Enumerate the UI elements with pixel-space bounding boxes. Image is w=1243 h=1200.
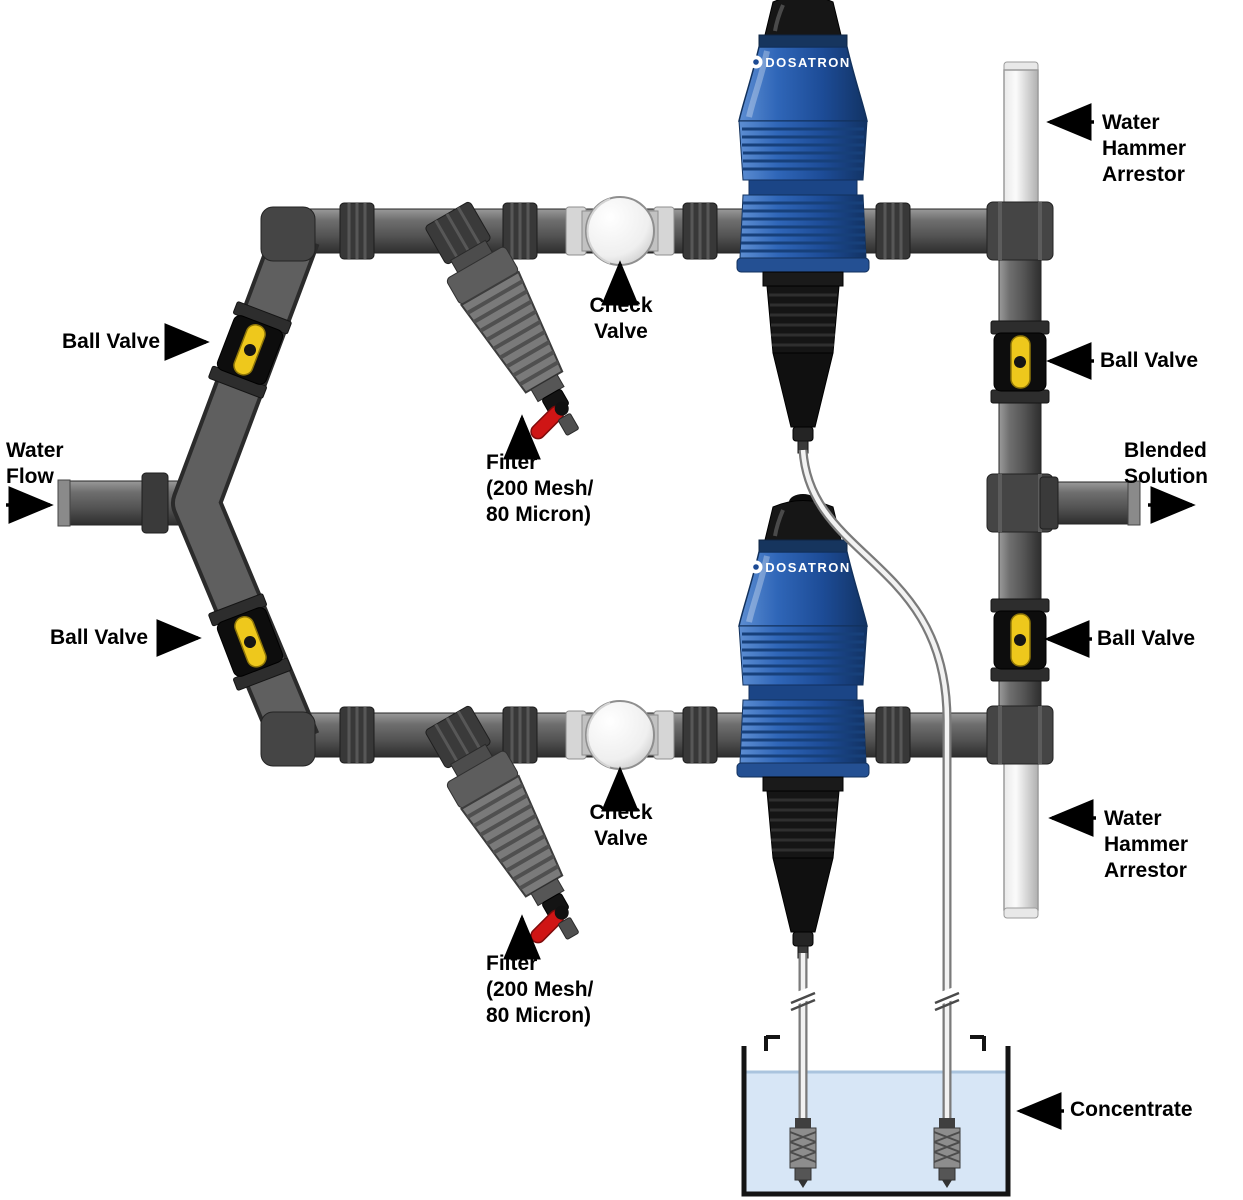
tee-top-right	[985, 200, 1055, 262]
concentrate-tank	[741, 1035, 1011, 1197]
label-filter-top: Filter (200 Mesh/ 80 Micron)	[486, 451, 594, 526]
label-water-hammer-top: Water Hammer Arrestor	[1102, 111, 1187, 186]
label-ball-valve-top-left: Ball Valve	[62, 330, 161, 353]
label-water-hammer-bottom: Water Hammer Arrestor	[1104, 807, 1189, 882]
outlet-collar	[1039, 476, 1059, 530]
ball-valve-right-top	[990, 320, 1050, 404]
check-valve-bottom	[565, 700, 675, 770]
label-blended-solution: Blended Solution	[1124, 439, 1208, 488]
water-hammer-arrestor-bottom	[1003, 759, 1039, 919]
label-check-valve-bottom: Check Valve	[589, 801, 653, 850]
label-check-valve-top: Check Valve	[589, 294, 653, 343]
wye-collar	[141, 472, 169, 534]
dosatron-pump-bottom	[737, 494, 869, 958]
dosatron-pump-top	[737, 0, 869, 453]
suction-tube-top-pump	[798, 449, 952, 1126]
inlet-pipe	[57, 479, 197, 527]
label-ball-valve-bottom-left: Ball Valve	[50, 626, 149, 649]
check-valve-top	[565, 196, 675, 266]
tube-break-mark-right	[932, 985, 961, 1012]
ball-valve-right-bottom	[990, 598, 1050, 682]
label-ball-valve-right-bottom: Ball Valve	[1097, 627, 1196, 650]
annotation-arrows	[6, 103, 1196, 1130]
label-water-flow: Water Flow	[6, 439, 64, 488]
tube-break-mark-left	[788, 985, 817, 1012]
tee-bottom-right	[985, 704, 1055, 766]
water-hammer-arrestor-top	[1003, 61, 1039, 221]
label-filter-bottom: Filter (200 Mesh/ 80 Micron)	[486, 952, 594, 1027]
label-concentrate: Concentrate	[1070, 1098, 1193, 1121]
concentrate-liquid	[746, 1070, 1006, 1193]
label-ball-valve-right-top: Ball Valve	[1100, 349, 1199, 372]
elbow-bottom	[260, 711, 316, 767]
elbow-top	[260, 206, 316, 262]
